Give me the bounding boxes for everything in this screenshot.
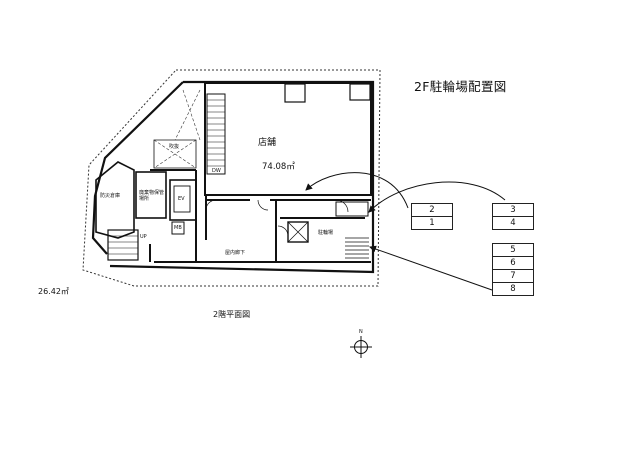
arrow-to-bike-parking xyxy=(369,245,493,291)
compass-north-label: N xyxy=(359,329,363,335)
bike-slot-1: 1 xyxy=(411,216,453,230)
compass-icon xyxy=(350,336,372,358)
disaster-room xyxy=(95,161,135,239)
bike-slot-3: 3 xyxy=(492,203,534,217)
waste-room-label: 廃棄物保管場所 xyxy=(139,190,165,202)
bike-rack-upper xyxy=(335,201,369,217)
drawing-title: 2F駐輪場配置図 xyxy=(414,79,507,94)
bike-slot-2: 2 xyxy=(411,203,453,217)
disaster-room-label: 防災倉庫 xyxy=(100,193,121,199)
arrow-to-upper-rack xyxy=(368,181,506,213)
bike-parking-label: 駐輪場 xyxy=(318,230,334,236)
shop-room xyxy=(204,82,372,196)
total-area-label: 26.42㎡ xyxy=(38,287,69,296)
lower-stair-treads xyxy=(108,235,138,255)
mb-box xyxy=(171,221,185,235)
outer-wall-diagonal xyxy=(91,81,184,255)
up-label: UP xyxy=(140,234,147,240)
shop-area-label: 74.08㎡ xyxy=(262,162,295,172)
lower-stair xyxy=(107,229,139,261)
bike-parking-marks xyxy=(345,237,369,259)
waste-room xyxy=(135,171,167,219)
stair xyxy=(206,93,226,175)
shop-label: 店舗 xyxy=(258,138,277,148)
interior-walls xyxy=(149,169,371,263)
dw-label: DW xyxy=(212,168,221,174)
shop-column-right xyxy=(349,83,371,101)
outer-wall xyxy=(109,80,375,274)
mb-label: MB xyxy=(174,225,182,231)
corridor-label: 屋内廊下 xyxy=(225,250,246,256)
ps-box xyxy=(287,221,309,243)
site-boundary xyxy=(82,69,381,287)
ev-label: EV xyxy=(178,196,185,202)
arrow-to-shop xyxy=(305,172,409,209)
stair-treads xyxy=(207,99,225,167)
bike-slot-6: 6 xyxy=(492,256,534,270)
ev-car xyxy=(173,185,191,213)
bike-slot-4: 4 xyxy=(492,216,534,230)
shop-column xyxy=(284,83,306,103)
bike-slot-8: 8 xyxy=(492,282,534,296)
void-label: 吹抜 xyxy=(169,144,180,150)
bike-slot-7: 7 xyxy=(492,269,534,283)
floor-caption: 2階平面図 xyxy=(213,310,251,319)
bike-slot-5: 5 xyxy=(492,243,534,257)
